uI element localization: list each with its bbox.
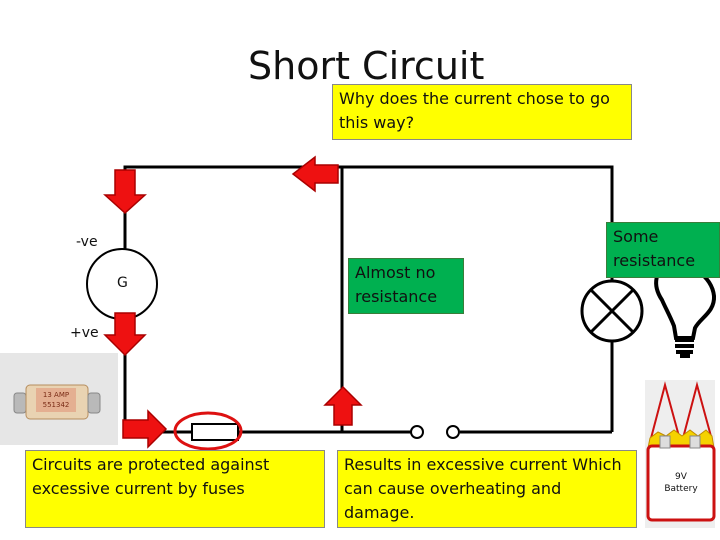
fuse-photo-rating: 13 AMP (43, 391, 69, 399)
negative-terminal-label: -ve (76, 234, 98, 250)
some-resistance-note: Some resistance (606, 222, 720, 278)
light-bulb-icon (654, 262, 716, 358)
galvanometer-label: G (117, 275, 128, 291)
fuse-photo-code: 551342 (43, 401, 70, 409)
battery-label-voltage: 9V (675, 472, 688, 482)
almost-no-resistance-note: Almost no resistance (348, 258, 464, 314)
switch-contact-right (446, 425, 460, 439)
battery-icon: 9V Battery (645, 380, 716, 528)
switch-contact-left (410, 425, 424, 439)
lamp-symbol (580, 279, 644, 343)
fuse-photo: 13 AMP 551342 (0, 353, 118, 445)
arrow-down-top-left (103, 169, 147, 215)
question-note: Why does the current chose to go this wa… (332, 84, 632, 140)
fuse-highlight-ring (173, 411, 243, 451)
arrow-left-top-mid (291, 155, 339, 193)
page-title: Short Circuit (248, 44, 485, 88)
results-note: Results in excessive current Which can c… (337, 450, 637, 528)
fuses-note: Circuits are protected against excessive… (25, 450, 325, 528)
positive-terminal-label: +ve (70, 325, 99, 341)
arrow-up-short (323, 385, 363, 426)
arrow-right-bottom (122, 409, 168, 449)
arrow-down-lower-left (103, 312, 147, 357)
current-arrows (103, 155, 363, 449)
battery-label-name: Battery (664, 484, 698, 494)
fuse-symbol (191, 423, 239, 441)
